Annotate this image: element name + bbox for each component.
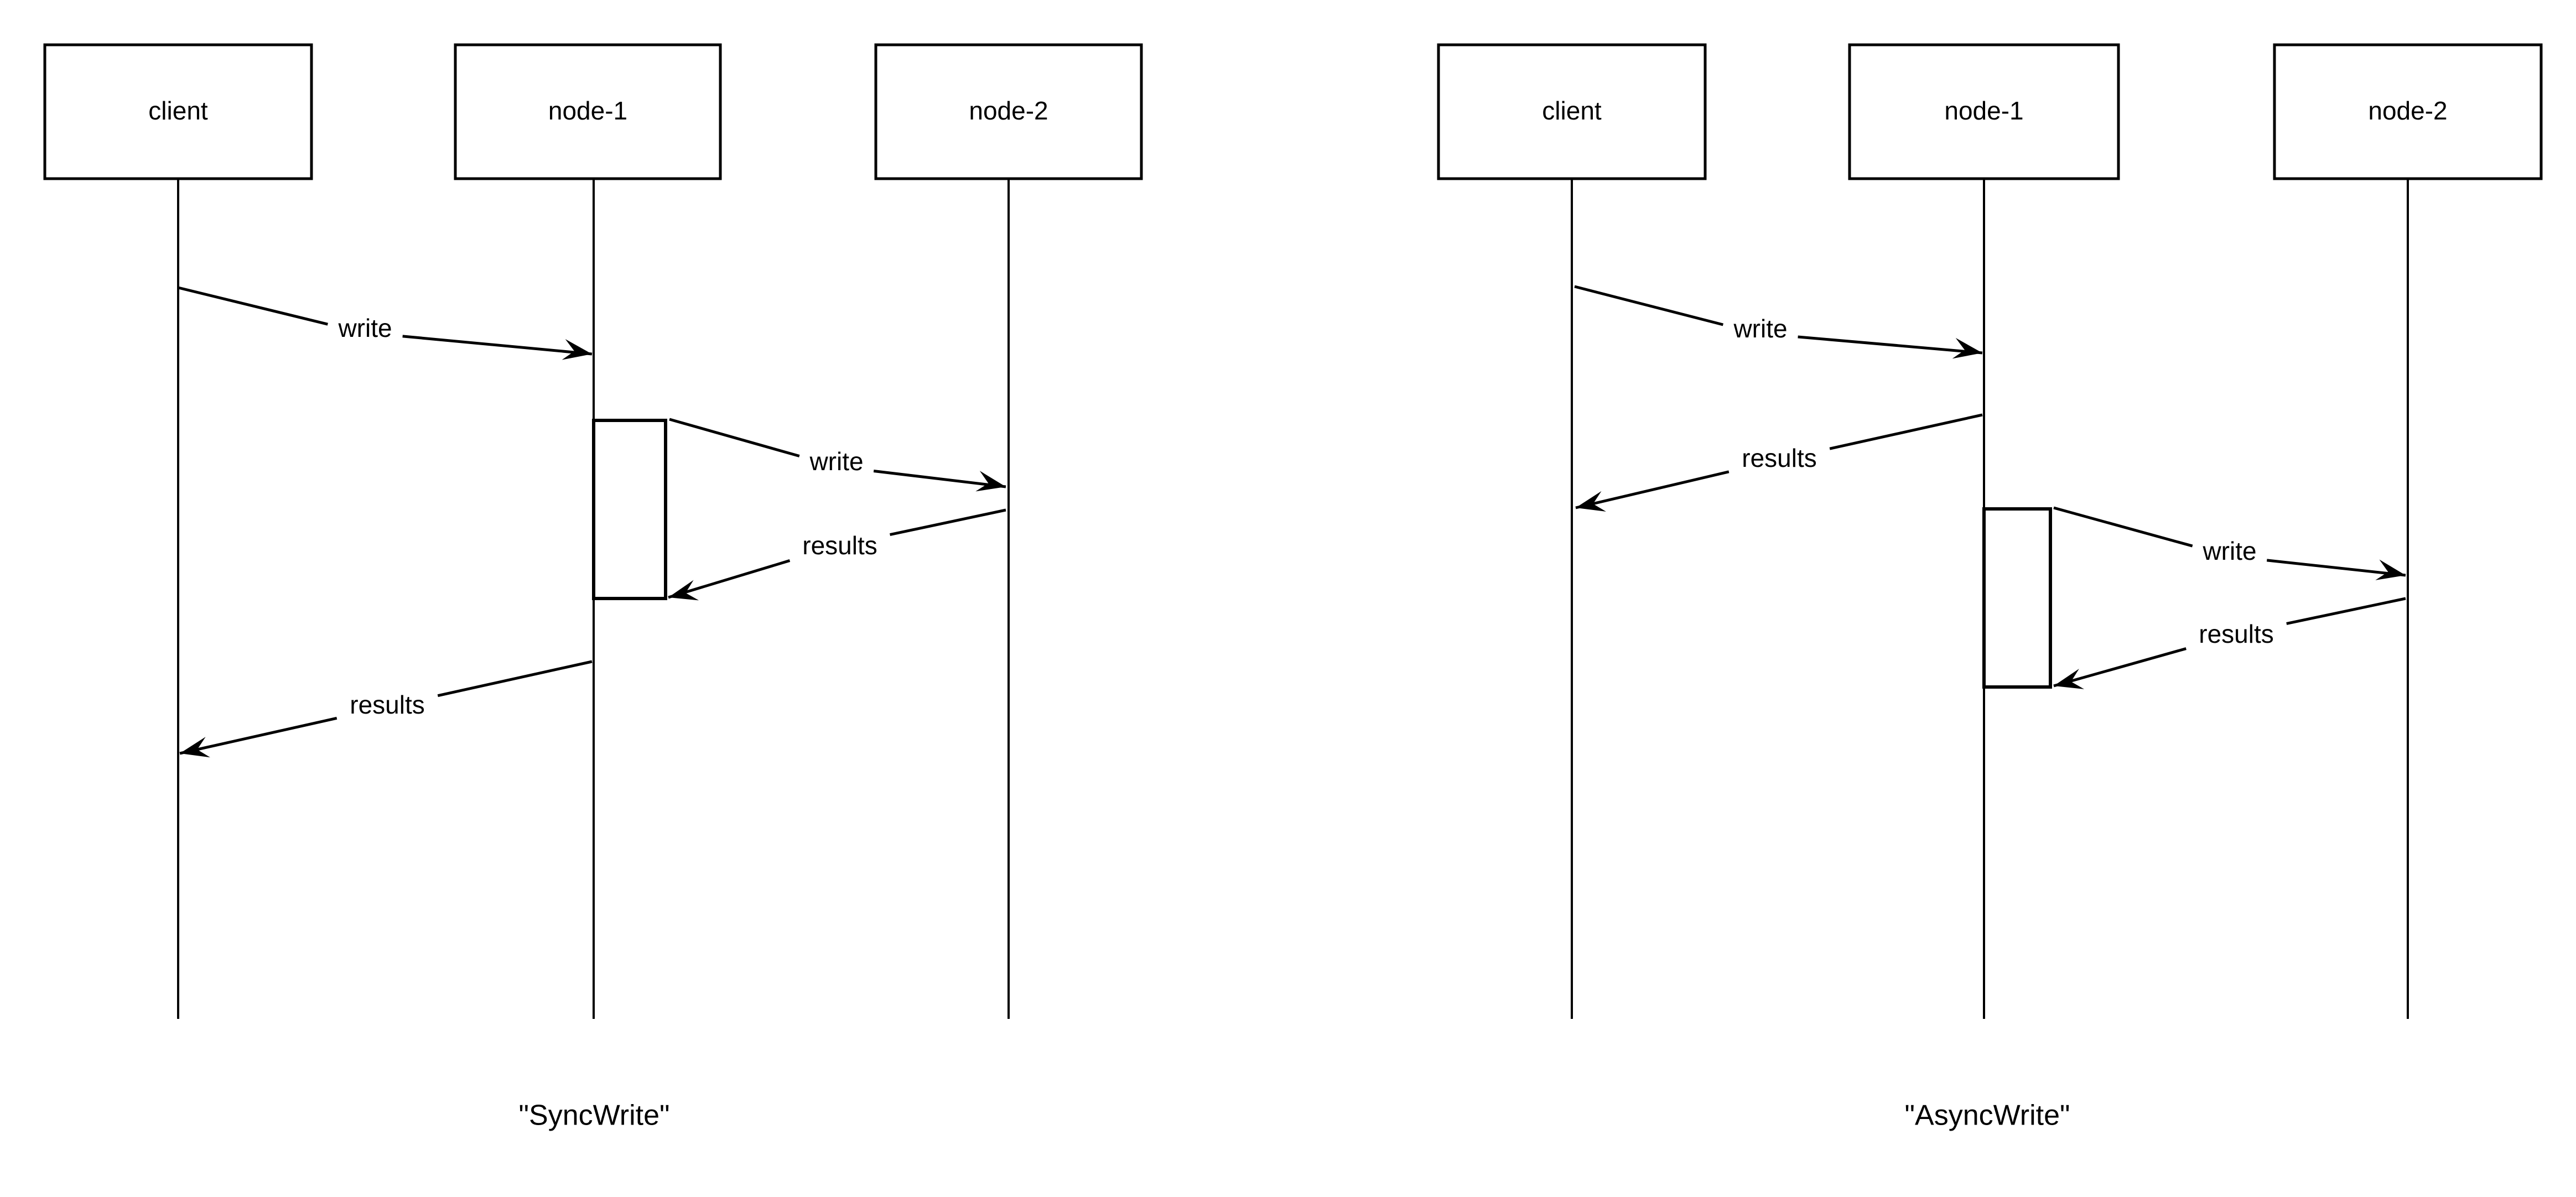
message-label: write: [2202, 537, 2256, 565]
message-line-start: [437, 660, 593, 698]
arrow-head-icon: [1952, 337, 1982, 359]
message-label: write: [1733, 314, 1787, 343]
message-m4-results[interactable]: results: [179, 660, 593, 758]
arrow-head-icon: [2054, 669, 2085, 689]
message-label: write: [337, 314, 392, 342]
arrow-head-icon: [1576, 491, 1606, 512]
participant-box[interactable]: [2273, 43, 2543, 180]
arrow-head-icon: [668, 580, 699, 601]
diagram-caption: "AsyncWrite": [1905, 1100, 2070, 1132]
participant-label: client: [148, 96, 208, 125]
message-line-end: [2053, 647, 2187, 688]
participant-label: node-2: [2368, 96, 2447, 125]
arrow-head-icon: [180, 737, 210, 758]
message-line-end: [1575, 470, 1730, 509]
message-m2-results[interactable]: results: [1575, 413, 1983, 512]
message-line-start: [889, 508, 1006, 537]
message-m3-write[interactable]: write: [2053, 506, 2406, 580]
message-line-start: [1574, 285, 1724, 326]
participant-box[interactable]: [1848, 43, 2120, 180]
participant-box[interactable]: [874, 43, 1143, 180]
sequence-diagram-sync-write: client node-1 node-2 write write results resul…: [43, 43, 1143, 1132]
message-label: write: [809, 447, 863, 476]
message-line-end: [1798, 335, 1983, 355]
activation-bar-node-1[interactable]: [592, 419, 667, 600]
participant-box[interactable]: [454, 43, 722, 180]
participant-node-2[interactable]: node-2: [874, 43, 1143, 1019]
participant-client[interactable]: client: [1437, 43, 1707, 1019]
message-label: results: [1742, 444, 1816, 472]
participant-box[interactable]: [43, 43, 313, 180]
participant-label: node-1: [548, 96, 627, 125]
message-line-start: [669, 418, 800, 457]
message-line-end: [179, 716, 337, 755]
message-m1-write[interactable]: write: [1574, 285, 1983, 359]
message-line-start: [1829, 413, 1983, 450]
participant-label: client: [1542, 96, 1602, 125]
message-m1-write[interactable]: write: [178, 286, 593, 360]
participant-client[interactable]: client: [43, 43, 313, 1019]
message-line-end: [402, 335, 593, 356]
message-m4-results[interactable]: results: [2053, 597, 2406, 689]
participant-box[interactable]: [1437, 43, 1707, 180]
arrow-head-icon: [975, 471, 1006, 492]
message-m3-results[interactable]: results: [668, 508, 1006, 601]
message-line-end: [2267, 559, 2406, 577]
sequence-diagram-async-write: client node-1 node-2 write results write resul…: [1437, 43, 2543, 1132]
message-label: results: [2199, 620, 2273, 648]
message-line-start: [178, 286, 328, 326]
message-label: results: [802, 531, 877, 560]
message-line-start: [2286, 597, 2406, 625]
message-line-end: [873, 469, 1006, 488]
message-line-start: [2053, 506, 2193, 548]
message-line-end: [668, 559, 791, 599]
message-label: results: [350, 690, 424, 719]
activation-bar-node-1[interactable]: [1982, 507, 2052, 689]
arrow-head-icon: [562, 339, 592, 360]
diagram-caption: "SyncWrite": [519, 1100, 670, 1132]
participant-node-1[interactable]: node-1: [454, 43, 722, 1019]
message-m2-write[interactable]: write: [669, 418, 1006, 492]
participant-node-1[interactable]: node-1: [1848, 43, 2120, 1019]
participant-node-2[interactable]: node-2: [2273, 43, 2543, 1019]
participant-label: node-2: [969, 96, 1048, 125]
participant-label: node-1: [1944, 96, 2023, 125]
arrow-head-icon: [2375, 559, 2406, 580]
